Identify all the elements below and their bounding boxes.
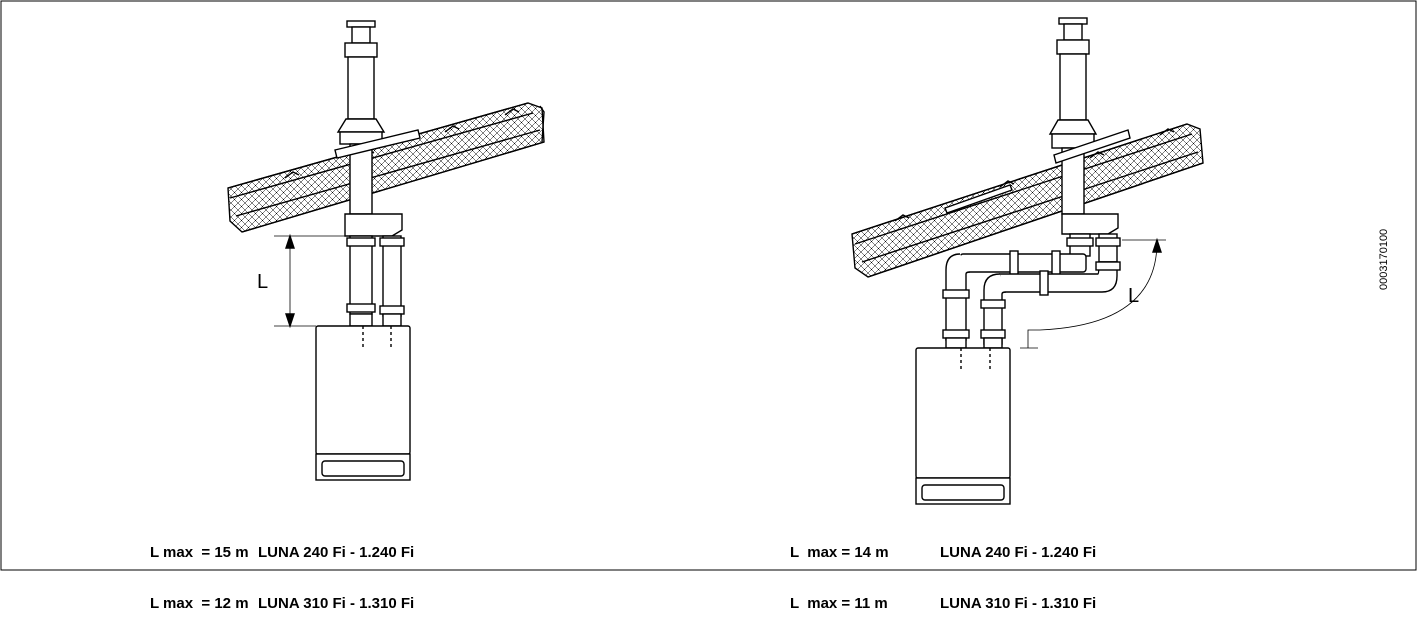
installation-diagram: L	[0, 0, 1417, 571]
right-flue-stack	[1048, 17, 1131, 235]
left-roof	[227, 102, 545, 233]
left-dimension-label: L	[257, 271, 268, 293]
right-lmax-1: L max = 14 m	[790, 544, 889, 561]
left-flue-stack	[334, 20, 421, 237]
left-dimension	[274, 233, 352, 329]
left-lmax-1: L max = 15 m	[150, 544, 249, 561]
right-boiler	[915, 347, 1011, 505]
right-caption-row: L max = 14 m LUNA 240 Fi - 1.240 Fi	[790, 544, 1096, 561]
left-boiler	[315, 325, 411, 481]
drawing-code: 0003170100	[1378, 229, 1390, 290]
left-model-1: LUNA 240 Fi - 1.240 Fi	[258, 544, 415, 561]
left-caption: L max = 15 m LUNA 240 Fi - 1.240 Fi L ma…	[150, 510, 414, 629]
right-caption: L max = 14 m LUNA 240 Fi - 1.240 Fi L ma…	[790, 510, 1096, 629]
right-model-2: LUNA 310 Fi - 1.310 Fi	[940, 595, 1097, 612]
left-lmax-2: L max = 12 m	[150, 595, 249, 612]
figure-border	[0, 0, 1417, 571]
right-dimension-label: L	[1128, 285, 1139, 307]
right-pipe-routing	[942, 233, 1121, 349]
right-model-1: LUNA 240 Fi - 1.240 Fi	[940, 544, 1097, 561]
left-caption-row: L max = 12 m LUNA 310 Fi - 1.310 Fi	[150, 595, 414, 612]
right-roof	[851, 123, 1204, 278]
left-installation	[227, 20, 545, 481]
right-installation	[851, 17, 1204, 505]
right-dimension	[1020, 237, 1166, 349]
right-caption-row: L max = 11 m LUNA 310 Fi - 1.310 Fi	[790, 595, 1096, 612]
left-twin-pipes	[346, 235, 405, 327]
left-model-2: LUNA 310 Fi - 1.310 Fi	[258, 595, 415, 612]
right-lmax-2: L max = 11 m	[790, 595, 888, 612]
left-caption-row: L max = 15 m LUNA 240 Fi - 1.240 Fi	[150, 544, 414, 561]
